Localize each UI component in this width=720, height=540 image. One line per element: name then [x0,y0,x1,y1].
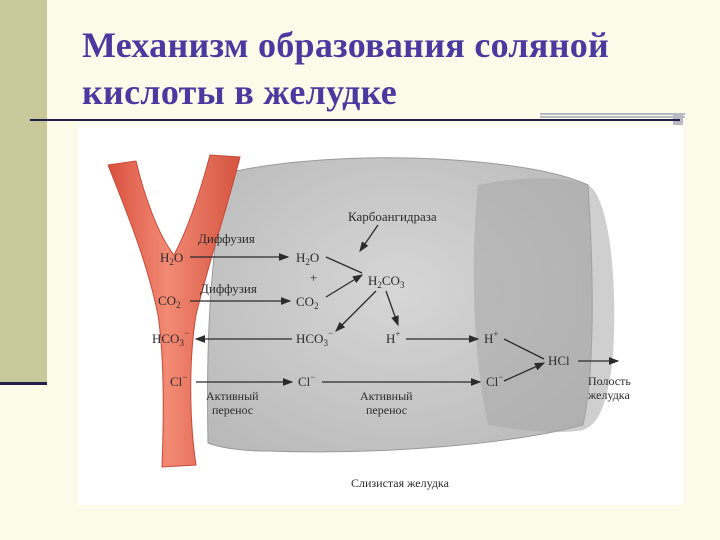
slide-title: Механизм образования соляной кислоты в ж… [82,22,702,116]
h2o-blood: H2O [160,250,183,267]
hco3-release-arrow [335,290,377,332]
blood-vessel [107,154,241,468]
title-accent-bar [540,113,685,118]
h-release-arrow [385,290,399,327]
hcl-merge-bottom [503,362,546,382]
sidebar-accent [0,0,47,384]
diagram-svg: Карбоангидраза Диффузия H2O H2O + H2CO3 … [107,154,631,490]
mucosa-cell-edge [473,178,615,433]
active-transport-2-line-2: перенос [366,403,407,417]
hcl-merge-top [503,338,545,360]
co2-blood: CO2 [158,293,181,310]
enzyme-label: Карбоангидраза [348,209,437,224]
lumen-label-line-2: желудка [587,388,630,402]
h2co3: H2CO3 [368,273,405,290]
slide-title-line-1: Механизм образования соляной [82,25,610,65]
enzyme-arrow [359,224,379,253]
h-ion-cell: H+ [386,329,400,346]
cl-blood: Cl− [170,372,187,389]
hco3-blood: HCO3− [152,328,189,348]
co2-cell: CO2 [296,294,319,311]
sidebar-underline [0,382,47,385]
h2o-cell: H2O [296,250,319,267]
diffusion-label-1: Диффузия [198,231,255,246]
title-underline [30,119,680,121]
diffusion-label-2: Диффузия [200,281,257,296]
hco3-cell: HCO3− [296,328,333,348]
merge-line-top [325,256,363,274]
merge-line-bottom [325,274,364,298]
cl-lumen: Cl− [486,372,503,389]
active-transport-2-line-1: Активный [360,389,413,403]
h-ion-lumen: H+ [484,329,498,346]
cl-cell: Cl− [298,372,315,389]
lumen-label-line-1: Полость [588,374,631,388]
slide-title-line-2: кислоты в желудке [82,72,398,112]
hcl-mechanism-diagram: Карбоангидраза Диффузия H2O H2O + H2CO3 … [78,125,683,505]
active-transport-1-line-2: перенос [212,403,253,417]
active-transport-1-line-1: Активный [206,389,259,403]
plus-sign: + [310,270,317,285]
mucosa-caption: Слизистая желудка [351,476,450,490]
hcl-product: HCl [548,353,570,368]
